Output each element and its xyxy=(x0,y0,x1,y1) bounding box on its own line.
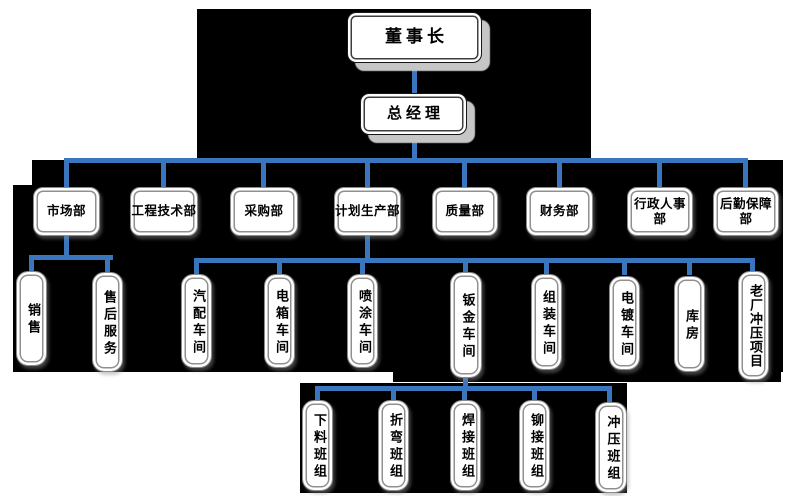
node-warehouse: 库房 xyxy=(674,276,705,372)
connector-segment xyxy=(687,261,692,275)
node-team-stamping: 冲压班组 xyxy=(595,402,627,493)
connector-segment xyxy=(64,236,69,257)
connector-segment xyxy=(277,261,282,275)
connector-segment xyxy=(360,261,365,275)
connector-segment xyxy=(463,261,468,275)
node-workshop-electroplating: 电镀车间 xyxy=(609,276,640,370)
connector-segment xyxy=(315,386,612,391)
connector-segment xyxy=(462,389,467,401)
node-old-plant-stamping-project: 老厂冲压项目 xyxy=(738,271,769,380)
node-dept-engineering-tech: 工程技术部 xyxy=(130,187,198,236)
connector-segment xyxy=(365,160,370,188)
connector-segment xyxy=(532,389,537,401)
connector-segment xyxy=(29,255,113,260)
connector-segment xyxy=(105,258,110,272)
connector-segment xyxy=(463,377,468,388)
node-workshop-electric-box: 电箱车间 xyxy=(264,274,295,368)
connector-segment xyxy=(412,135,417,161)
node-dept-admin-hr: 行政人事部 xyxy=(627,187,693,236)
node-workshop-auto-parts: 汽配车间 xyxy=(181,274,212,368)
connector-segment xyxy=(194,258,755,263)
connector-segment xyxy=(64,158,748,163)
connector-segment xyxy=(161,160,166,188)
node-team-welding: 焊接班组 xyxy=(450,400,481,491)
connector-segment xyxy=(29,258,34,272)
connector-segment xyxy=(391,389,396,401)
node-sales: 销售 xyxy=(16,271,47,366)
node-workshop-painting: 喷涂车间 xyxy=(347,274,378,368)
node-dept-finance: 财务部 xyxy=(526,187,593,236)
connector-segment xyxy=(544,261,549,275)
connector-segment xyxy=(194,261,199,275)
node-team-bending: 折弯班组 xyxy=(378,400,409,491)
connector-segment xyxy=(622,261,627,275)
connector-segment xyxy=(750,261,755,275)
connector-segment xyxy=(607,389,612,403)
node-after-sales-service: 售后服务 xyxy=(92,272,123,372)
node-dept-quality: 质量部 xyxy=(432,187,498,236)
node-team-riveting: 铆接班组 xyxy=(519,400,550,491)
connector-segment xyxy=(261,160,266,188)
node-dept-marketing: 市场部 xyxy=(33,187,100,236)
node-workshop-assembly: 组装车间 xyxy=(531,274,562,370)
node-workshop-sheet-metal: 钣金车间 xyxy=(450,272,482,378)
connector-segment xyxy=(743,160,748,188)
node-general-manager: 总经理 xyxy=(360,93,467,135)
connector-segment xyxy=(315,389,320,401)
node-dept-production-planning: 计划生产部 xyxy=(334,187,401,236)
background-block xyxy=(393,372,781,382)
node-team-blanking: 下料班组 xyxy=(302,400,333,491)
node-dept-purchasing: 采购部 xyxy=(230,187,298,236)
connector-segment xyxy=(64,160,69,188)
connector-segment xyxy=(462,160,467,188)
connector-segment xyxy=(412,63,417,94)
connector-segment xyxy=(557,160,562,188)
connector-segment xyxy=(365,236,370,260)
node-dept-logistics-support: 后勤保障部 xyxy=(713,187,779,236)
connector-segment xyxy=(657,160,662,188)
node-chairman: 董事长 xyxy=(347,12,482,63)
